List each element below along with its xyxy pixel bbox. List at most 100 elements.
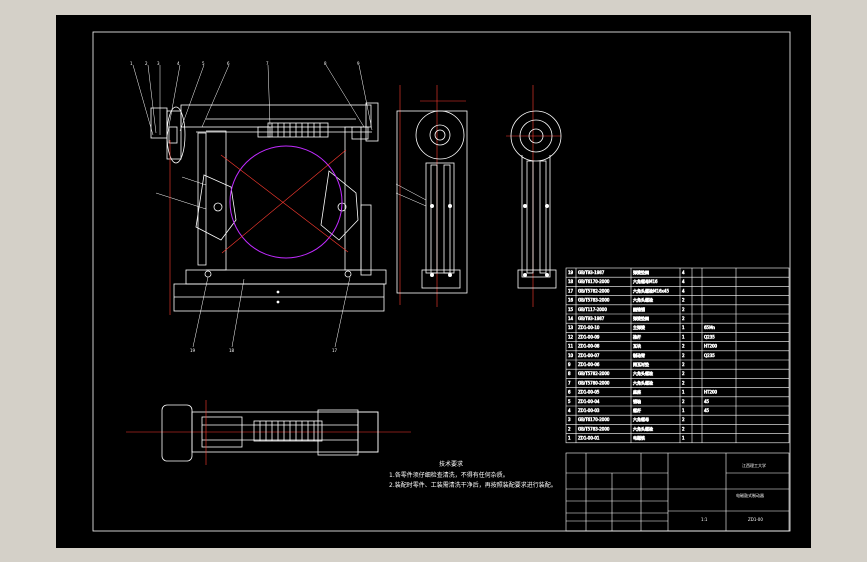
- bom-cell: 2: [682, 417, 685, 422]
- bom-cell: 1: [682, 325, 685, 330]
- bom-cell: 六角头螺栓M16x45: [633, 287, 669, 293]
- bom-cell: 2: [682, 399, 685, 404]
- bom-index: 4: [568, 408, 571, 413]
- bom-cell: ZD1-00-05: [578, 390, 600, 395]
- bom-cell: 瓦块: [633, 343, 641, 349]
- bom-cell: ZD1-00-08: [578, 344, 600, 349]
- drawing-name: 电磁鼓式制动器: [736, 492, 764, 498]
- bom-cell: 2: [682, 426, 685, 431]
- bom-cell: 2: [682, 316, 685, 321]
- bom-index: 16: [568, 298, 574, 303]
- bom-cell: GB/T5783-2000: [578, 426, 610, 431]
- side-view-left: [395, 110, 468, 294]
- bom-cell: 制动臂: [633, 352, 645, 358]
- bom-index: 2: [568, 426, 571, 431]
- bom-index: 18: [568, 279, 574, 284]
- bom-cell: 2: [682, 344, 685, 349]
- bom-index: 12: [568, 334, 574, 339]
- top-view: [161, 404, 379, 462]
- svg-text:9: 9: [357, 61, 360, 66]
- drawing-frame: [92, 31, 791, 532]
- bom-cell: 六角头螺栓: [633, 370, 653, 376]
- bom-cell: ZD1-00-09: [578, 334, 600, 339]
- bom-cell: ZD1-00-01: [578, 436, 600, 441]
- bom-cell: 六角螺母M16: [633, 278, 658, 284]
- svg-text:3: 3: [157, 61, 160, 66]
- bom-cell: 六角头螺栓: [633, 297, 653, 303]
- bom-index: 10: [568, 353, 574, 358]
- svg-text:4: 4: [177, 61, 180, 66]
- bom-cell: 45: [704, 408, 710, 413]
- bom-cell: 1: [682, 334, 685, 339]
- bom-cell: 1: [682, 436, 685, 441]
- bom-cell: HT200: [704, 344, 718, 349]
- bom-cell: 4: [682, 279, 685, 284]
- tech-requirement-2: 2.装配时零件、工装需清洗干净后，再按照装配要求进行装配。: [389, 481, 557, 489]
- bom-cell: 45: [704, 399, 710, 404]
- bom-cell: 圆锥销: [633, 306, 645, 312]
- bom-cell: 2: [682, 362, 685, 367]
- bom-cell: 六角螺母: [633, 416, 649, 422]
- svg-text:17: 17: [332, 348, 338, 353]
- bom-cell: 销轴: [633, 398, 641, 404]
- bom-cell: GB/T6170-2000: [578, 279, 610, 284]
- bom-cell: GB/T5780-2000: [578, 380, 610, 385]
- drawing-number: ZD1-00: [748, 517, 763, 522]
- bom-cell: 底座: [633, 389, 641, 395]
- tech-requirements-title: 技术要求: [439, 460, 463, 468]
- bom-cell: 主弹簧: [633, 324, 645, 330]
- bom-cell: ZD1-00-03: [578, 408, 600, 413]
- bom-cell: HT200: [704, 390, 718, 395]
- svg-text:2: 2: [145, 61, 148, 66]
- bom-cell: GB/T6170-2000: [578, 417, 610, 422]
- svg-text:6: 6: [227, 61, 230, 66]
- title-block-text: 江西理工大学 电磁鼓式制动器 ZD1-00 1:1: [701, 462, 766, 522]
- bom-cell: 65Mn: [704, 325, 716, 330]
- bom-cell: 弹簧垫圈: [633, 315, 649, 321]
- title-block: [565, 452, 790, 532]
- bom-cell: 推杆: [633, 333, 641, 339]
- bom-index: 7: [568, 380, 571, 385]
- bom-cell: 4: [682, 288, 685, 293]
- centerlines: [126, 85, 561, 433]
- bom-cell: ZD1-00-10: [578, 325, 600, 330]
- bom-index: 19: [568, 270, 574, 275]
- bom-index: 9: [568, 362, 571, 367]
- tech-requirement-1: 1.各零件须仔细检查清洗，不得有任何杂质。: [389, 471, 509, 479]
- bom-cell: Q235: [704, 353, 715, 358]
- side-view-right: [510, 110, 562, 289]
- bom-cell: ZD1-00-06: [578, 362, 600, 367]
- bom-cell: 六角头螺栓: [633, 379, 653, 385]
- bom-cell: 闸瓦衬垫: [633, 361, 649, 367]
- bom-cell: 弹簧垫圈: [633, 269, 649, 275]
- bom-index: 11: [568, 344, 574, 349]
- bom-cell: 2: [682, 371, 685, 376]
- svg-text:5: 5: [202, 61, 205, 66]
- svg-text:18: 18: [229, 348, 235, 353]
- school-name: 江西理工大学: [742, 462, 766, 468]
- bom-index: 17: [568, 288, 574, 293]
- bom-cell: GB/T117-2000: [578, 307, 607, 312]
- scale: 1:1: [701, 517, 708, 522]
- bom-index: 5: [568, 399, 571, 404]
- bom-cell: 2: [682, 298, 685, 303]
- bom-index: 14: [568, 316, 574, 321]
- svg-text:8: 8: [324, 61, 327, 66]
- bom-cell: GB/T5782-2000: [578, 371, 610, 376]
- bom-outline: [565, 267, 790, 444]
- bom-index: 6: [568, 390, 571, 395]
- bom-cell: ZD1-00-04: [578, 399, 600, 404]
- bom-cell: 螺杆: [633, 407, 641, 413]
- bom-index: 3: [568, 417, 571, 422]
- bom-cell: 电磁铁: [633, 435, 645, 441]
- bom-index: 8: [568, 371, 571, 376]
- bom-cell: GB/T93-1987: [578, 270, 605, 275]
- tech-requirements: 技术要求 1.各零件须仔细检查清洗，不得有任何杂质。 2.装配时零件、工装需清洗…: [389, 460, 557, 489]
- bom-cell: Q235: [704, 334, 715, 339]
- bom-cell: 六角头螺栓: [633, 425, 653, 431]
- bom-cell: 2: [682, 353, 685, 358]
- bom-index: 15: [568, 307, 574, 312]
